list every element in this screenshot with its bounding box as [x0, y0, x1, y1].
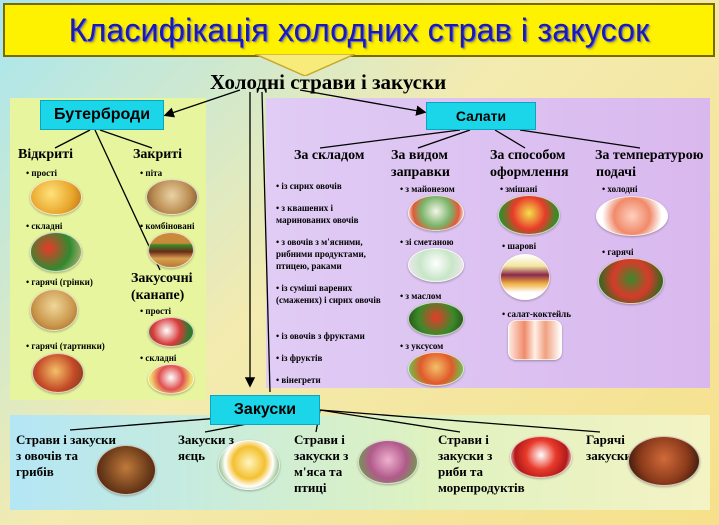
salad-vinegar-image [408, 352, 464, 386]
design-item-2: шарові [502, 240, 536, 252]
temperature-label-2: подачі [596, 165, 636, 180]
open-label: Відкриті [18, 147, 73, 162]
canape-item-2: складні [140, 352, 176, 364]
sandwich-combined-image [148, 232, 194, 268]
line-to-design [494, 129, 526, 149]
sandwich-simple-image [30, 179, 82, 215]
salad-hot-image [598, 258, 664, 304]
salad-sour-cream-image [408, 248, 464, 282]
dressing-label-1: За видом [391, 148, 448, 163]
salad-cocktail-image [508, 320, 562, 360]
design-item-1: змішані [500, 183, 537, 195]
closed-label: Закриті [133, 147, 183, 162]
snack-1-line-3: грибів [16, 464, 54, 479]
composition-label: За складом [294, 148, 365, 163]
node-zakusky: Закуски [210, 395, 320, 425]
line-to-snack-5 [319, 409, 601, 433]
canape-simple-image [148, 317, 194, 347]
line-to-open [54, 129, 91, 149]
snack-3-line-4: птиці [294, 480, 327, 495]
canape-label-1: Закусочні [131, 271, 193, 286]
composition-item-6: із фруктів [276, 352, 386, 364]
salad-oil-image [408, 302, 464, 336]
composition-item-4: із суміші варених (смажених) і сирих ово… [276, 282, 386, 306]
node-butterbrody: Бутерброди [40, 100, 164, 130]
design-label-2: оформлення [490, 165, 569, 180]
line-to-temperature [519, 129, 641, 149]
node-salaty: Салати [426, 102, 536, 130]
snack-hot-image [628, 436, 700, 486]
line-to-composition [319, 129, 461, 149]
composition-item-7: вінегрети [276, 374, 386, 386]
page-title: Класифікація холодних страв і закусок [68, 11, 650, 48]
temperature-item-1: холодні [602, 183, 637, 195]
design-label-1: За способом [490, 148, 566, 163]
snack-eggs-image [218, 440, 280, 490]
open-item-4: гарячі (тартинки) [26, 340, 104, 352]
line-to-salaty [299, 89, 427, 116]
snack-1-line-1: Страви і закуски [16, 432, 116, 447]
snack-2-line-2: яєць [178, 448, 206, 463]
salad-cold-image [596, 196, 668, 236]
snack-vegetables-mushrooms-image [96, 445, 156, 495]
line-to-dressing [417, 129, 471, 149]
closed-item-2: комбіновані [140, 220, 194, 232]
dressing-label-2: заправки [391, 165, 450, 180]
line-to-snack-4 [319, 409, 461, 433]
salad-layered-image [500, 254, 550, 300]
snack-2-line-1: Закуски з [178, 432, 234, 447]
snack-3-line-3: м'яса та [294, 464, 343, 479]
sandwich-hot-tartines-image [32, 353, 84, 393]
snack-5-line-2: закуски [586, 448, 632, 463]
line-to-butterbrody [163, 89, 241, 118]
salad-mixed-image [498, 195, 560, 235]
temperature-label-1: За температурою [595, 148, 704, 163]
chevron-down-icon [255, 54, 355, 76]
canape-complex-image [148, 364, 194, 394]
snack-4-line-1: Страви і [438, 432, 489, 447]
line-to-closed [99, 129, 153, 149]
snack-1-line-2: з овочів та [16, 448, 79, 463]
dressing-item-4: з уксусом [400, 340, 443, 352]
open-item-3: гарячі (грінки) [26, 276, 92, 288]
open-item-2: складні [26, 220, 62, 232]
snack-5-line-1: Гарячі [586, 432, 625, 447]
snack-meat-poultry-image [358, 440, 418, 484]
sandwich-complex-image [30, 232, 82, 272]
snack-fish-seafood-image [510, 436, 572, 478]
snack-4-line-3: риби та [438, 464, 484, 479]
open-item-1: прості [26, 167, 57, 179]
temperature-item-2: гарячі [602, 246, 633, 258]
snack-3-line-2: закуски з [294, 448, 349, 463]
composition-item-1: із сирих овочів [276, 180, 386, 192]
snack-4-line-4: морепродуктів [438, 480, 525, 495]
snack-4-line-2: закуски з [438, 448, 493, 463]
closed-item-1: піта [140, 167, 162, 179]
composition-item-2: з квашених і маринованих овочів [276, 202, 386, 226]
title-banner: Класифікація холодних страв і закусок [3, 3, 715, 57]
sandwich-hot-croutons-image [30, 289, 78, 331]
dressing-item-1: з майонезом [400, 183, 454, 195]
dressing-item-2: зі сметаною [400, 236, 453, 248]
sandwich-pita-image [146, 179, 198, 215]
salad-mayonnaise-image [408, 195, 464, 231]
composition-item-5: із овочів з фруктами [276, 330, 386, 342]
composition-item-3: з овочів з м'ясними, рибними продуктами,… [276, 236, 388, 272]
line-to-zakusky-2 [261, 91, 271, 393]
snack-3-line-1: Страви і [294, 432, 345, 447]
design-item-3: салат-коктейль [502, 308, 571, 320]
dressing-item-3: з маслом [400, 290, 441, 302]
canape-item-1: прості [140, 305, 171, 317]
main-heading: Холодні страви і закуски [210, 70, 447, 94]
canape-label-2: (канапе) [131, 288, 185, 303]
